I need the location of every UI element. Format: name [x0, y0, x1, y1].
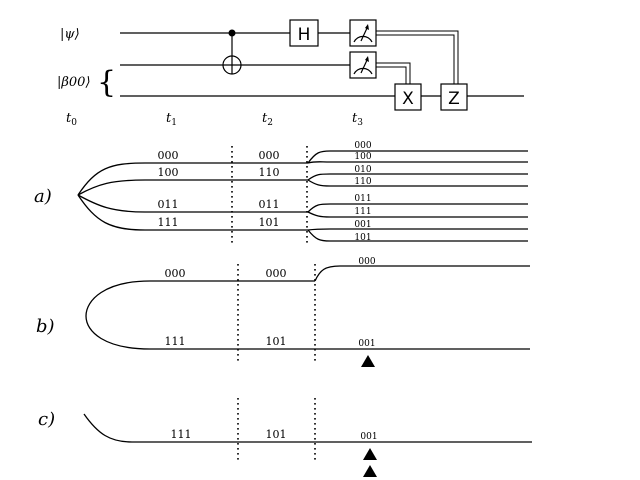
state-a-t3-1: 100 [354, 152, 371, 162]
state-a-t3-0: 000 [354, 141, 371, 151]
classical-wires [376, 30, 459, 84]
state-b-t2-1: 101 [266, 335, 287, 348]
z-gate [440, 83, 468, 111]
quantum-circuit: H X Z |ψ⟩ |β00⟩ { t0 [57, 19, 524, 128]
state-b-t3-0: 000 [358, 257, 375, 267]
branch-a-2 [77, 194, 308, 213]
time-label-t1: t1 [166, 111, 177, 128]
state-a-t3-7: 101 [354, 233, 371, 243]
hadamard-gate [289, 19, 319, 47]
state-b-t2-0: 000 [266, 267, 287, 280]
measurement-meter-1 [349, 19, 377, 47]
panel-c: c) 111 101 001 [38, 398, 532, 477]
panel-c-label: c) [38, 409, 55, 430]
state-a-t1-2: 011 [158, 198, 179, 211]
split-a-1b [307, 179, 528, 187]
state-a-t1-3: 111 [158, 216, 179, 229]
branch-c-main [83, 413, 532, 443]
z-gate-label: Z [448, 89, 460, 109]
x-gate [394, 83, 422, 111]
split-a-0b [307, 161, 528, 164]
split-a-0a [307, 150, 528, 164]
state-b-t1-0: 000 [165, 267, 186, 280]
state-c-t1-0: 111 [171, 428, 192, 441]
state-a-t2-3: 101 [259, 216, 280, 229]
state-a-t3-6: 001 [354, 220, 371, 230]
state-a-t1-0: 000 [158, 149, 179, 162]
panel-b: b) 000 111 000 101 000 001 [36, 257, 530, 367]
branch-a-3 [77, 194, 308, 231]
marker-triangle-c-0 [363, 448, 377, 460]
cnot-control-dot [228, 29, 236, 37]
state-a-t3-4: 011 [354, 194, 371, 204]
hadamard-gate-label: H [298, 25, 311, 45]
state-b-t1-1: 111 [165, 335, 186, 348]
state-a-t2-2: 011 [259, 198, 280, 211]
time-label-t3: t3 [352, 111, 363, 128]
x-gate-label: X [402, 89, 414, 109]
split-a-1a [307, 173, 528, 181]
time-label-t2: t2 [262, 111, 273, 128]
state-b-t3-1: 001 [358, 339, 375, 349]
beta00-label: |β00⟩ [57, 75, 91, 90]
time-label-t0: t0 [66, 111, 77, 128]
marker-triangle-b-0 [361, 355, 375, 367]
state-c-t2-0: 101 [266, 428, 287, 441]
state-a-t3-2: 010 [354, 165, 371, 175]
measurement-meter-2 [349, 51, 377, 79]
state-a-t3-5: 111 [354, 207, 371, 217]
panel-a-label: a) [34, 186, 52, 207]
state-c-t3-0: 001 [360, 432, 377, 442]
state-a-t2-0: 000 [259, 149, 280, 162]
panel-a: a) 000 100 011 111 000 110 011 101 000 1… [34, 141, 528, 246]
brace-glyph: { [97, 65, 116, 100]
state-a-t2-1: 110 [259, 166, 280, 179]
branch-a-0 [77, 162, 308, 196]
branch-a-1 [77, 179, 308, 196]
split-a-3a [307, 228, 528, 231]
state-a-t1-1: 100 [158, 166, 179, 179]
psi-label: |ψ⟩ [60, 27, 80, 42]
marker-triangle-c-1 [363, 465, 377, 477]
split-a-2a [307, 203, 528, 213]
state-a-t3-3: 110 [354, 177, 371, 187]
split-a-2b [307, 211, 528, 218]
panel-b-label: b) [36, 316, 55, 337]
branch-b-main [85, 280, 530, 350]
branch-b-upper [314, 265, 530, 282]
split-a-3b [307, 229, 528, 242]
